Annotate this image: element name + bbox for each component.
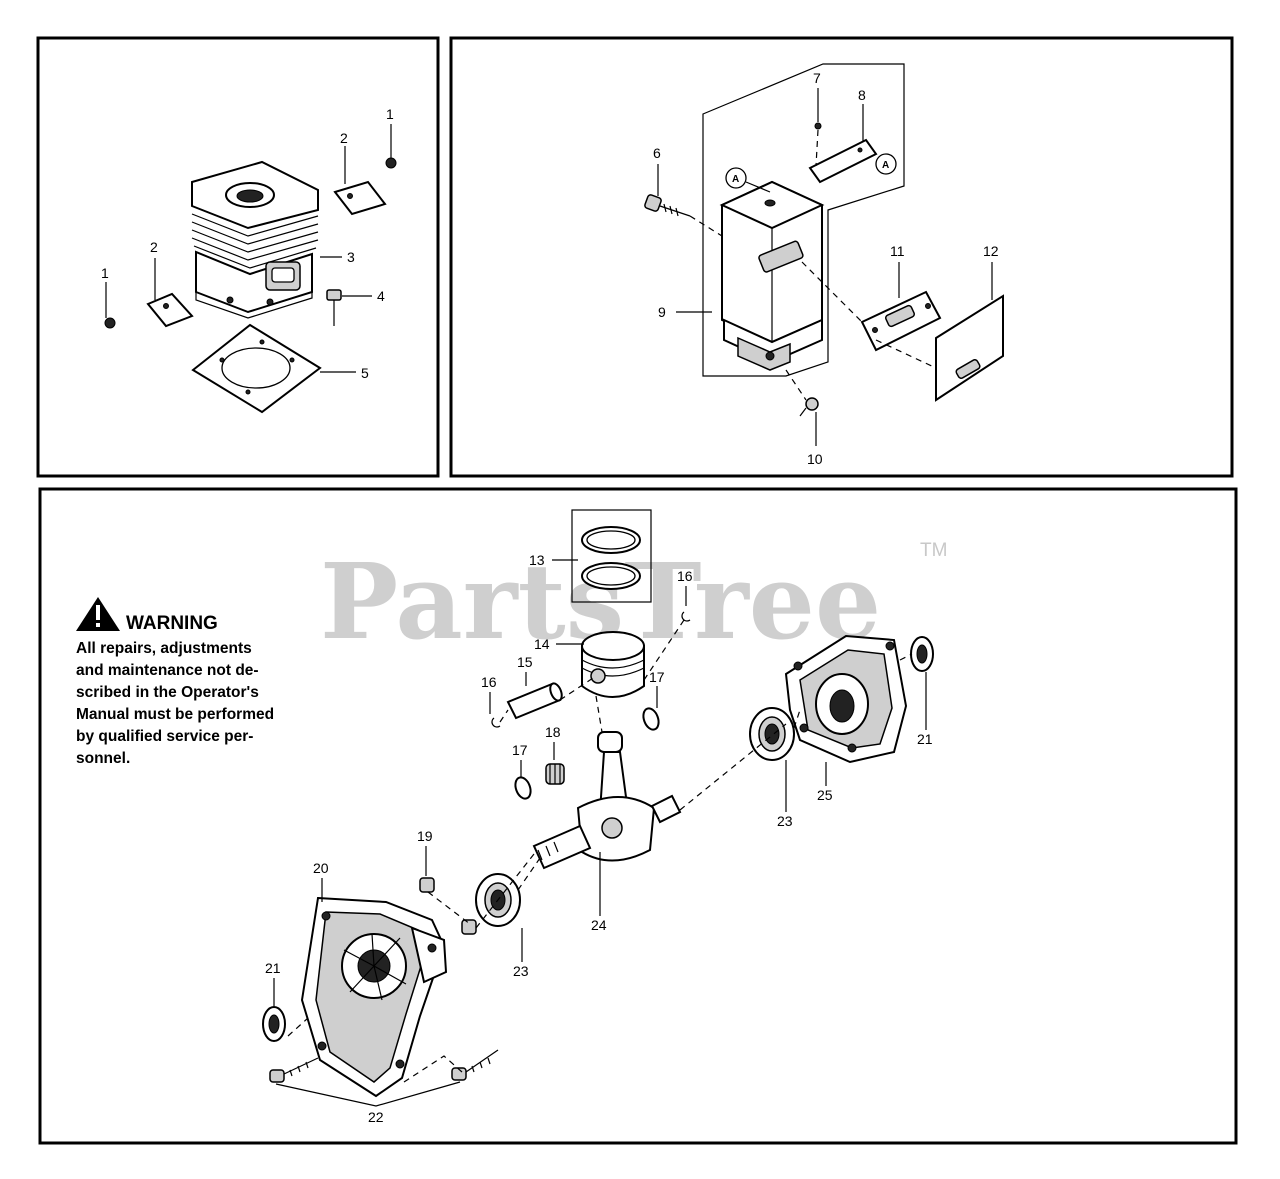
piston-rings-box [571,509,652,603]
callout-8: 8 [858,87,866,103]
warning-line-1: All repairs, adjustments [76,640,252,657]
piston-pin [506,682,563,720]
cylinder-panel-frame [36,36,440,478]
callout-4: 4 [377,288,385,304]
cover-plate-right [333,180,387,216]
cover-plate-left [146,292,194,328]
warning-line-3: scribed in the Operator's [76,684,259,701]
callout-12: 12 [983,243,999,259]
warning-title: WARNING [126,613,218,634]
callout-6: 6 [653,145,661,161]
warning-line-5: by qualified service per- [76,728,253,745]
callout-3: 3 [347,249,355,265]
svg-text:A: A [882,160,889,171]
dowel-pin [419,877,435,893]
callout-14: 14 [534,636,550,652]
muffler-body [719,180,825,371]
callout-25: 25 [817,787,833,803]
callout-9: 9 [658,304,666,320]
callout-20: 20 [313,860,329,876]
screw-7 [814,122,822,130]
screw-10 [799,397,819,417]
reference-marker-a-right [875,153,897,175]
callout-21-right: 21 [917,731,933,747]
callout-15: 15 [517,654,533,670]
callout-13: 13 [529,552,545,568]
reference-marker-a-left [725,167,747,189]
spark-plug [326,289,342,326]
oil-seal-left [262,1006,286,1042]
deflector-plate [808,138,878,184]
oil-seal-right [910,636,934,672]
callout-17-right: 17 [649,669,665,685]
callout-21-left: 21 [265,960,281,976]
callout-16-left: 16 [481,674,497,690]
screw-upper [385,157,397,169]
crankcase-panel-frame [38,487,1238,1145]
callout-19: 19 [417,828,433,844]
muffler-panel-frame [449,36,1234,478]
crankcase-half-left [300,896,448,1098]
callout-23-left: 23 [513,963,529,979]
warning-line-2: and maintenance not de- [76,662,259,679]
callout-22: 22 [368,1109,384,1125]
main-bearing-right [749,707,795,761]
crankcase-half-right [784,634,908,764]
crankcase-bolts [269,1049,499,1083]
watermark-trademark: TM [920,540,947,561]
callout-18: 18 [545,724,561,740]
callout-10: 10 [807,451,823,467]
muffler-bolt [644,194,691,217]
thrust-washer-right [642,707,660,731]
needle-bearing [545,763,565,785]
warning-line-4: Manual must be performed [76,706,274,723]
piston [581,631,645,698]
heat-shield-plate [935,294,1004,402]
muffler-group-bracket [702,63,905,377]
callout-1-upper: 1 [386,106,394,122]
callout-7: 7 [813,70,821,86]
warning-line-6: sonnel. [76,750,130,767]
callout-17-left: 17 [512,742,528,758]
cylinder-assembly [191,160,319,319]
callout-5: 5 [361,365,369,381]
callout-1-lower: 1 [101,265,109,281]
callout-23-right: 23 [777,813,793,829]
callout-2-upper: 2 [340,130,348,146]
svg-text:A: A [732,174,739,185]
warning-notice: WARNING All repairs, adjustments and mai… [76,597,274,767]
callout-16-right: 16 [677,568,693,584]
circlip-left [491,717,501,728]
callout-11: 11 [890,243,905,259]
callout-2-lower: 2 [150,239,158,255]
crankshaft-assembly [532,731,682,870]
callout-24: 24 [591,917,607,933]
screw-lower [104,317,116,329]
thrust-washer-left [514,776,532,800]
circlip-right [681,611,691,622]
